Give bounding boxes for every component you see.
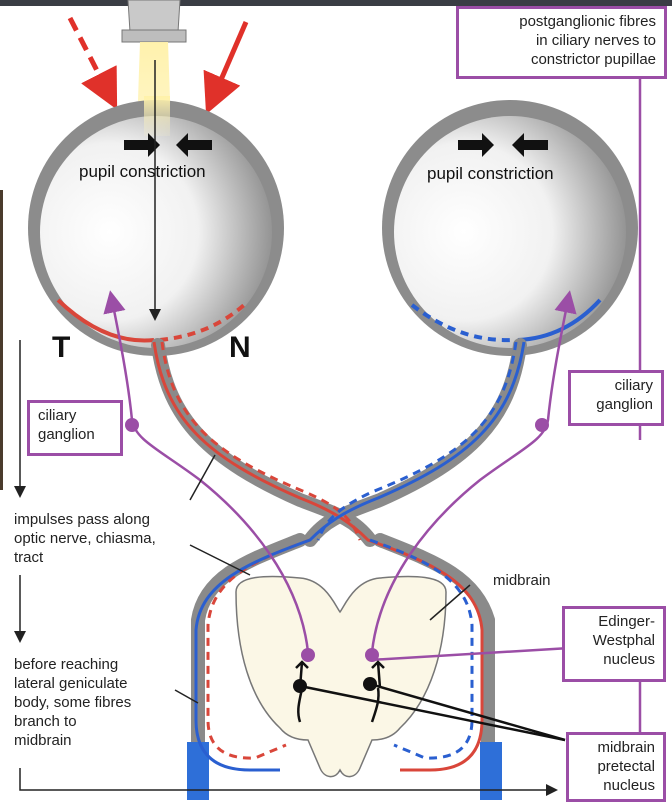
incoming-light-arrow-dashed: [67, 16, 118, 110]
edinger-line-3: nucleus: [603, 651, 655, 668]
incoming-light-arrow: [203, 21, 249, 115]
ciliary-ganglion-right-dot: [535, 418, 549, 432]
before-line-2: lateral geniculate: [14, 675, 128, 692]
edinger-westphal-left-dot: [301, 648, 315, 662]
pretectal-line-2: pretectal: [597, 758, 655, 775]
ciliary-left-line-1: ciliary: [38, 407, 77, 424]
pretectal-connections: [295, 660, 566, 742]
postganglionic-line-2: in ciliary nerves to: [535, 32, 656, 49]
midbrain-label: midbrain: [493, 572, 551, 589]
impulses-label: impulses pass along optic nerve, chiasma…: [14, 510, 156, 567]
constriction-arrows: [124, 133, 548, 157]
before-line-3: body, some fibres: [14, 694, 132, 711]
ciliary-right-line-2: ganglion: [596, 396, 653, 413]
blue-fibres: [194, 341, 526, 772]
ciliary-right-line-1: ciliary: [614, 377, 653, 394]
pretectal-nucleus-box: midbrain pretectal nucleus: [566, 732, 666, 802]
before-line-1: before reaching: [14, 656, 119, 673]
impulses-line-2: optic nerve, chiasma,: [14, 530, 156, 547]
ciliary-ganglion-right-box: ciliary ganglion: [568, 370, 664, 426]
postganglionic-line-1: postganglionic fibres: [519, 13, 656, 30]
pretectal-line-3: nucleus: [603, 777, 655, 794]
pretectal-line-1: midbrain: [597, 739, 655, 756]
ciliary-ganglion-left-box: ciliary ganglion: [27, 400, 123, 456]
edinger-line-2: Westphal: [592, 632, 655, 649]
edinger-westphal-right-dot: [365, 648, 379, 662]
midbrain-shape: [235, 575, 447, 778]
before-line-5: midbrain: [14, 732, 72, 749]
edinger-line-1: Edinger-: [598, 613, 655, 630]
temporal-label: T: [52, 331, 71, 364]
right-tract-end: [480, 742, 502, 800]
ciliary-ganglion-left-dot: [125, 418, 139, 432]
pretectal-left-dot: [293, 679, 307, 693]
impulses-line-3: tract: [14, 549, 44, 566]
pretectal-right-dot: [363, 677, 377, 691]
top-bar: [0, 0, 672, 6]
postganglionic-line-3: constrictor pupillae: [530, 51, 656, 68]
before-reaching-label: before reaching lateral geniculate body,…: [14, 655, 131, 750]
nasal-label: N: [229, 331, 251, 364]
pupil-constriction-left: pupil constriction: [79, 162, 206, 181]
left-edge-strip: [0, 190, 3, 490]
pupil-constriction-right: pupil constriction: [427, 164, 554, 183]
impulses-line-1: impulses pass along: [14, 511, 150, 528]
before-line-4: branch to: [14, 713, 77, 730]
edinger-westphal-box: Edinger- Westphal nucleus: [562, 606, 666, 682]
right-eye: [382, 100, 638, 356]
postganglionic-label-box: postganglionic fibres in ciliary nerves …: [456, 6, 667, 79]
left-tract-end: [187, 742, 209, 800]
ciliary-left-line-2: ganglion: [38, 426, 95, 443]
impulse-flow-arrow: [14, 340, 558, 796]
left-eye: [28, 96, 284, 356]
parasympathetic-pathways: [103, 50, 652, 740]
